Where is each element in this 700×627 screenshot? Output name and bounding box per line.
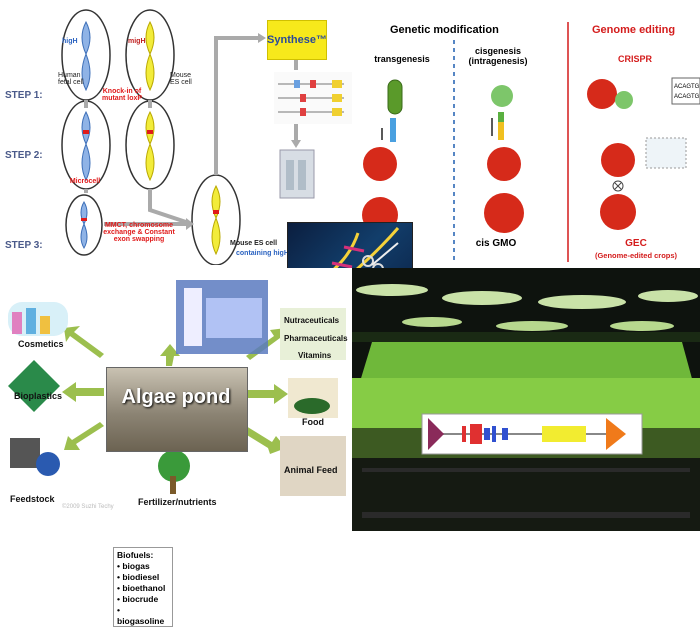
knockin-label: Knock-in of mutant loxP [101,88,143,102]
chromosome-engineering-panel: STEP 1: STEP 2: STEP 3: [0,0,360,265]
human-cell-label: Human fetal cell [58,72,84,86]
transgenesis-label: transgenesis [374,54,430,64]
food-label: Food [302,417,324,427]
mouse-es-label: Mouse ES cell [230,240,278,247]
feedstock-label: Feedstock [10,494,55,504]
step-3-label: STEP 3: [5,240,43,251]
algae-pond-image [106,367,248,452]
crispr-label: CRISPR [617,54,652,64]
cisgenesis-label: cisgenesis (intragenesis) [468,46,528,66]
bioplastics-label: Bioplastics [14,391,63,401]
cosmetics-label: Cosmetics [18,339,64,349]
cis-gmo-label: cis GMO [475,238,517,249]
mouse-cell-label: Mouse ES cell [170,72,192,86]
high-label: higH [62,38,78,45]
microcell-label: Microcell [69,178,101,185]
vertical-farm-photo [352,268,700,531]
credit-text: ©2009 Suzhi Techy [62,504,114,510]
genetic-modification-panel: Genetic modification Genome editing tran… [360,0,700,268]
gec-sub-label: (Genome-edited crops) [594,251,678,260]
migh-label: migH [128,38,146,45]
algae-arrows [8,280,346,496]
algae-pond-label: Algae pond [121,386,231,408]
farm-photo-drawing [352,268,700,531]
tomato-diagram: ACAGTG ACAGTG [362,22,700,262]
nutraceuticals-label: Nutraceuticals [284,316,340,325]
construct-schematic [274,72,352,124]
vitamins-label: Vitamins [298,351,332,360]
step-1-label: STEP 1: [5,90,43,101]
mmct-label: MMCT, chromosome exchange & Constant exo… [103,222,175,243]
seq-bot: ACAGTG [674,94,700,100]
step-2-label: STEP 2: [5,150,43,161]
pharmaceuticals-label: Pharmaceuticals [284,334,348,343]
animal-feed-label: Animal Feed [284,465,338,475]
fertilizer-label: Fertilizer/nutrients [138,497,217,507]
genome-editing-title: Genome editing [592,24,676,36]
biofuels-box: Biofuels: • biogas • biodiesel • bioetha… [113,547,173,627]
biofuel-item: • biogas [117,561,150,571]
gene-construct-bar [421,413,643,455]
genetic-modification-title: Genetic modification [390,24,499,36]
biofuel-item: • bioethanol [117,583,166,593]
biofuel-item: • biodiesel [117,572,160,582]
biofuel-item: • biogasoline [117,605,165,626]
gec-label: GEC [625,238,647,249]
containing-high-label: containing higH [236,250,289,257]
chromosome-diagram [61,9,352,265]
vials-image [279,149,315,199]
seq-top: ACAGTG [674,84,700,90]
biofuels-title: Biofuels: [117,550,154,560]
synthese-box: Synthese™ [267,20,327,60]
biofuel-item: • biocrude [117,594,159,604]
